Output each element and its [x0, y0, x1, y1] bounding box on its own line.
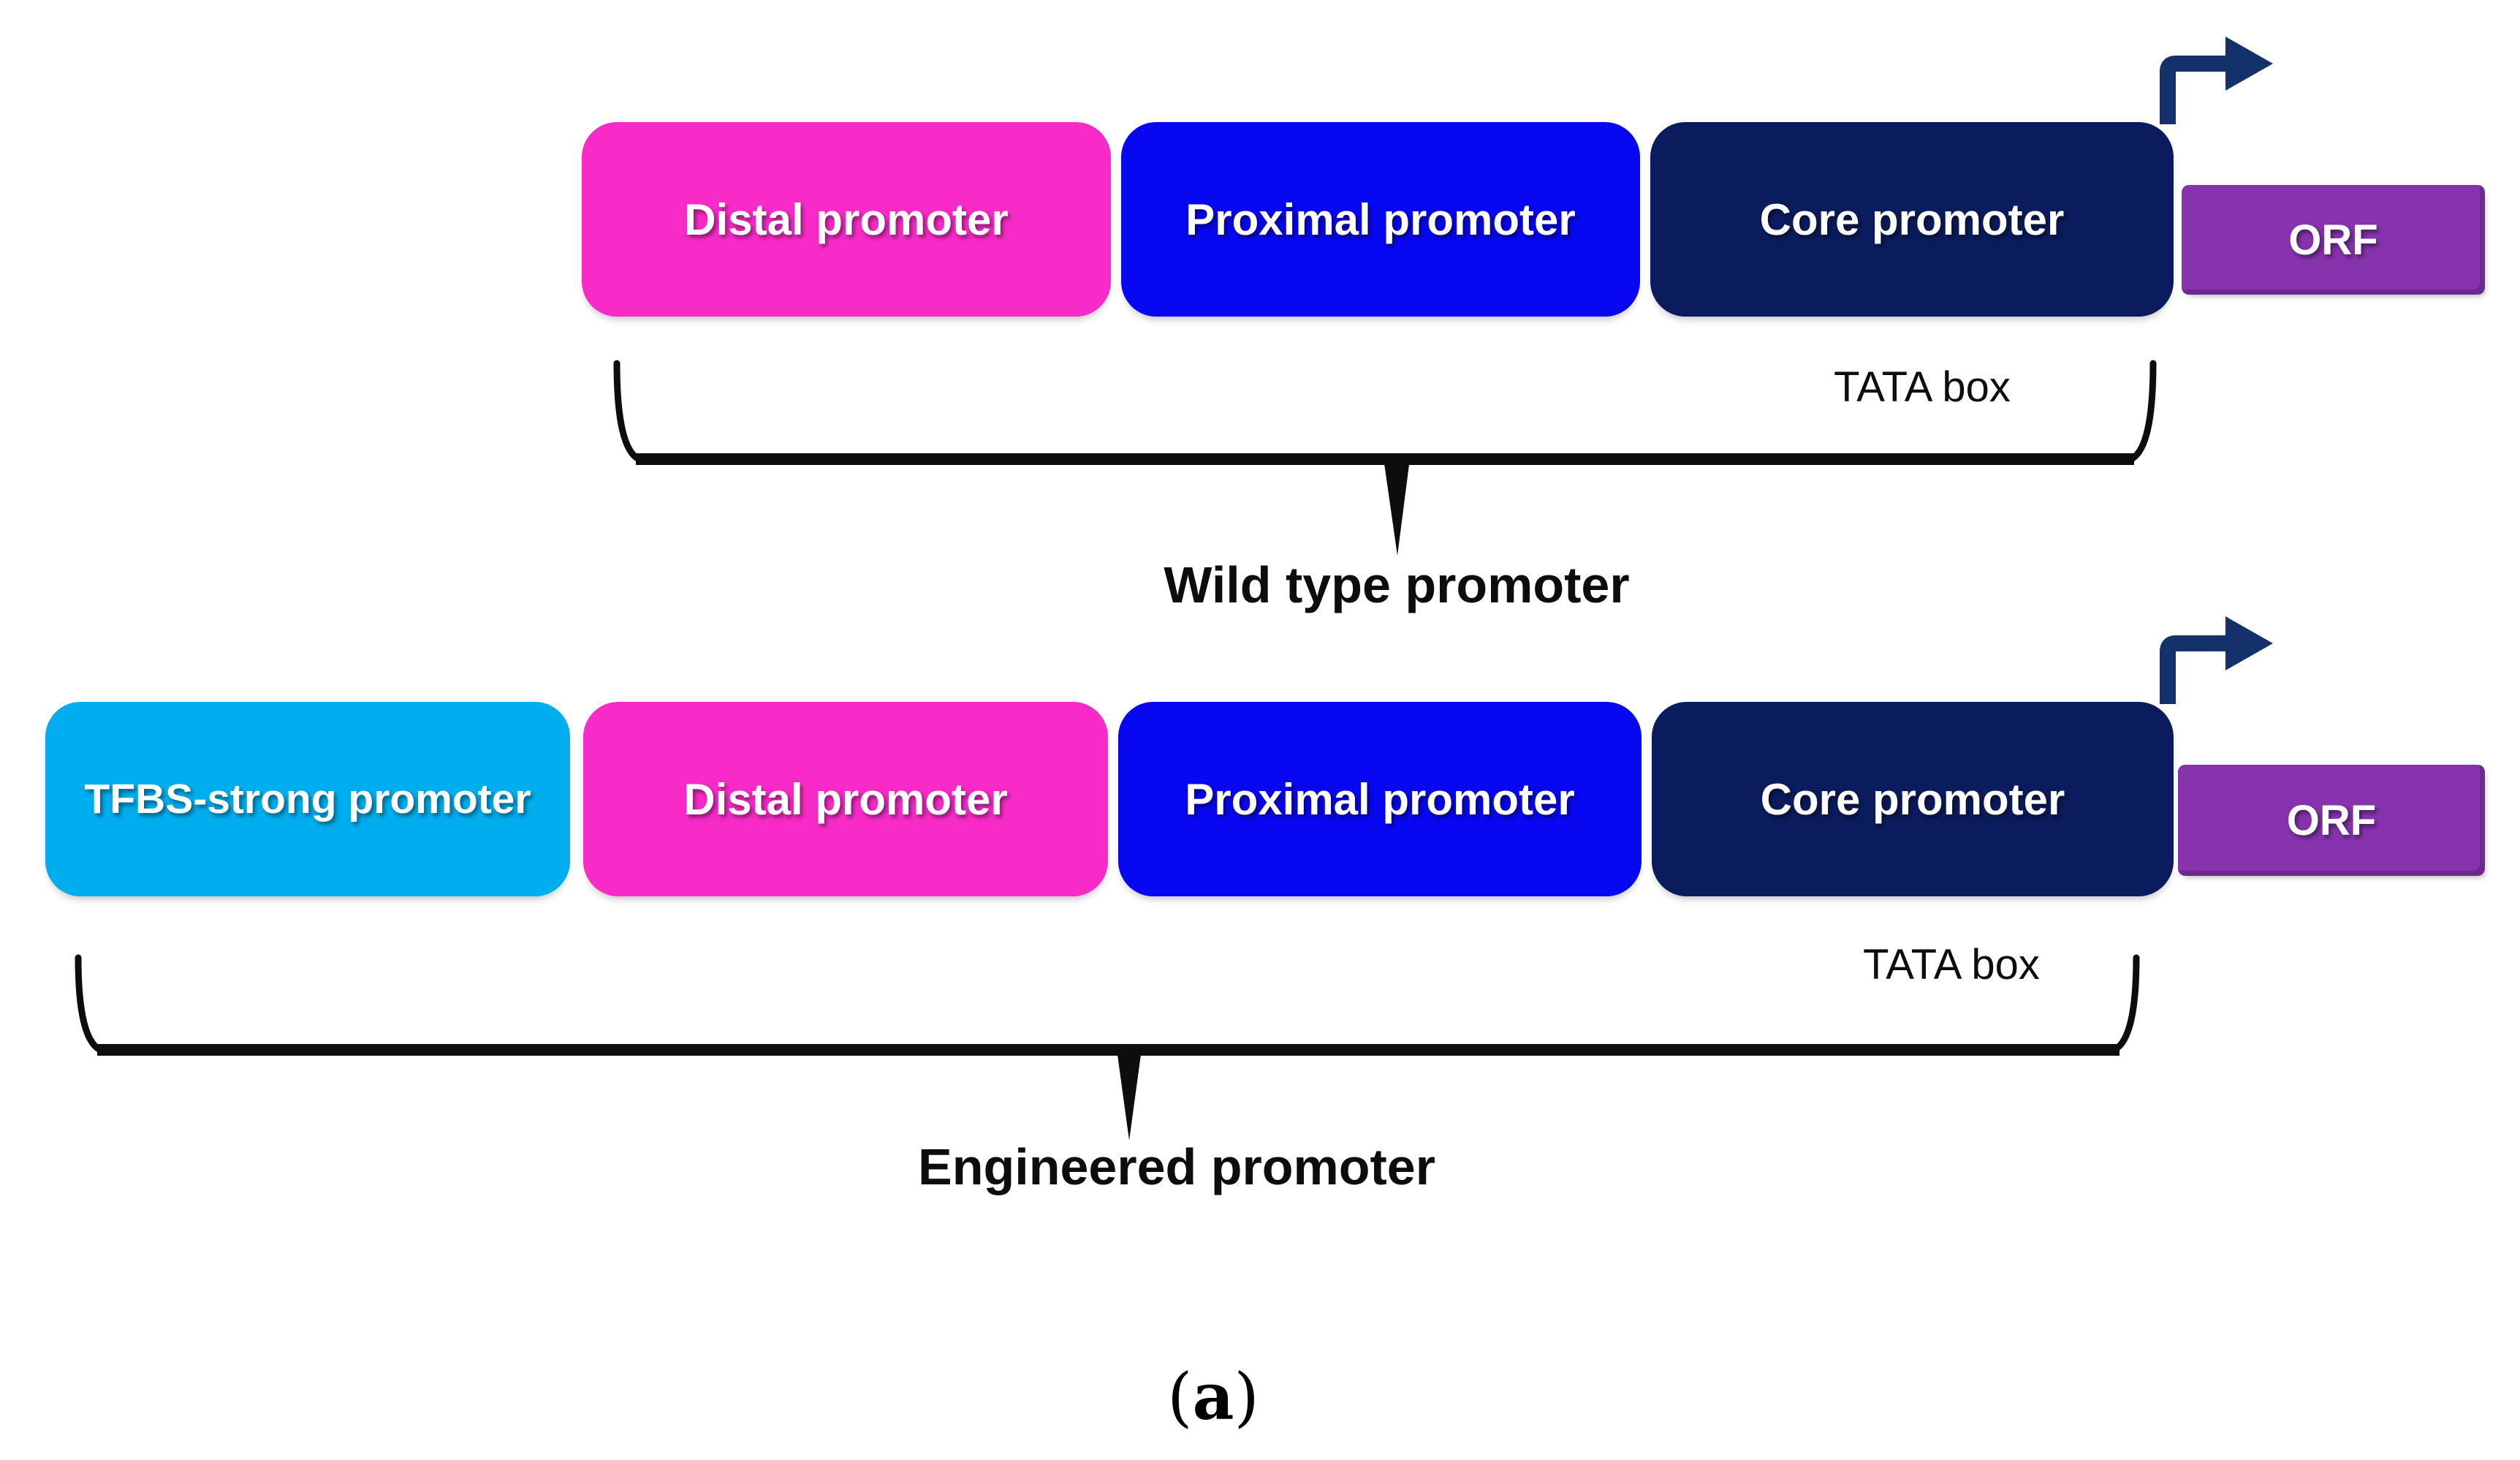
- figure-caption: (a): [1096, 1358, 1330, 1434]
- wild-tata-box-label: TATA box: [1834, 363, 2011, 411]
- brace-center-pointer: [1383, 453, 1411, 556]
- brace-center-pointer: [1116, 1044, 1142, 1141]
- transcription-arrow-stem: [2160, 56, 2229, 124]
- engineered-tata-box-label: TATA box: [1863, 941, 2040, 988]
- engineered-orf-box: ORF: [2178, 765, 2485, 876]
- brace-right-hook: [2128, 360, 2157, 463]
- caption-letter: a: [1192, 1358, 1234, 1434]
- engineered-tfbs-strong-promoter-label: TFBS-strong promoter: [84, 776, 531, 822]
- wild-group-brace-icon: [613, 360, 2157, 556]
- engineered-tfbs-strong-promoter-box: TFBS-strong promoter: [45, 702, 570, 896]
- transcription-arrow-head: [2225, 37, 2273, 91]
- brace-left-hook: [613, 360, 642, 463]
- transcription-arrow-stem: [2160, 635, 2229, 704]
- engineered-core-promoter-label: Core promoter: [1760, 774, 2065, 824]
- wild-proximal-promoter-label: Proximal promoter: [1185, 194, 1576, 244]
- caption-paren-close: ): [1234, 1359, 1259, 1434]
- wild-distal-promoter-label: Distal promoter: [684, 194, 1009, 244]
- engineered-group-brace-icon: [75, 954, 2140, 1141]
- wild-core-promoter-label: Core promoter: [1759, 194, 2065, 244]
- engineered-promoter-group-label: Engineered promoter: [918, 1138, 1435, 1195]
- wild-proximal-promoter-box: Proximal promoter: [1121, 122, 1640, 317]
- wild-type-promoter-group-label: Wild type promoter: [1164, 556, 1630, 613]
- wild-core-promoter-box: Core promoter: [1650, 122, 2174, 317]
- engineered-core-promoter-box: Core promoter: [1652, 702, 2174, 896]
- wild-distal-promoter-box: Distal promoter: [582, 122, 1111, 317]
- engineered-proximal-promoter-label: Proximal promoter: [1185, 774, 1575, 824]
- engineered-proximal-promoter-box: Proximal promoter: [1118, 702, 1642, 896]
- wild-orf-label: ORF: [2288, 216, 2378, 264]
- caption-paren-open: (: [1167, 1359, 1193, 1434]
- wild-orf-box: ORF: [2182, 185, 2485, 295]
- wild-transcription-arrow-icon: [2160, 37, 2273, 124]
- transcription-arrow-head: [2225, 616, 2273, 670]
- engineered-orf-label: ORF: [2286, 796, 2377, 844]
- brace-right-hook: [2111, 954, 2140, 1054]
- brace-left-hook: [75, 954, 104, 1054]
- engineered-transcription-arrow-icon: [2160, 616, 2273, 704]
- engineered-distal-promoter-label: Distal promoter: [683, 774, 1008, 824]
- engineered-distal-promoter-box: Distal promoter: [583, 702, 1108, 896]
